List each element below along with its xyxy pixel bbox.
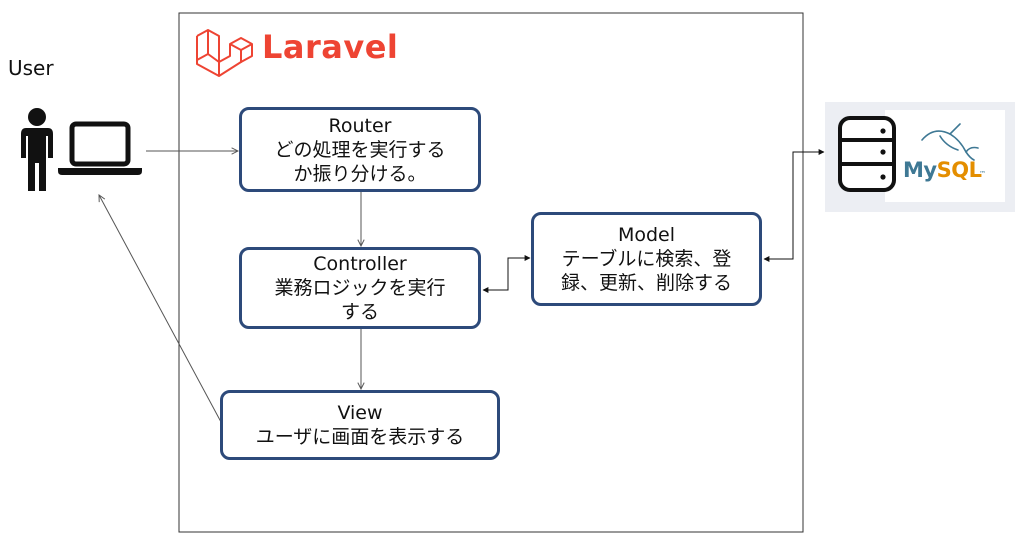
controller-desc-line-2: する: [340, 301, 379, 323]
mysql-logo-panel: [885, 110, 1005, 202]
router-desc-line-2: か振り分ける。: [293, 162, 427, 185]
router-title: Router: [328, 114, 392, 137]
mysql-logo-text: MySQL: [903, 158, 982, 182]
mysql-trademark: ™: [979, 170, 986, 178]
controller-title: Controller: [313, 253, 407, 275]
mysql-logo-prefix: My: [903, 158, 937, 182]
user-label: User: [8, 56, 54, 80]
connector-controller-model: [482, 255, 531, 293]
mysql-dolphin-icon: [921, 123, 979, 161]
router-node: Router どの処理を実行する か振り分ける。: [239, 107, 481, 192]
view-node: View ユーザに画面を表示する: [220, 390, 500, 460]
laravel-container: [178, 12, 804, 533]
mysql-logo-suffix: SQL: [936, 158, 982, 182]
model-desc-line-1: テーブルに検索、登: [561, 248, 732, 270]
model-node: Model テーブルに検索、登 録、更新、削除する: [531, 212, 762, 306]
view-title: View: [337, 402, 383, 424]
connector-model-database: [763, 149, 825, 262]
laravel-logo-icon: [196, 29, 253, 77]
model-title: Model: [617, 224, 676, 246]
controller-desc-line-1: 業務ロジックを実行: [274, 277, 446, 299]
model-desc-line-2: 録、更新、削除する: [560, 272, 732, 294]
database-icon: [838, 116, 896, 192]
laptop-icon: [58, 121, 142, 175]
laravel-brand-text: Laravel: [262, 28, 399, 66]
router-desc-line-1: どの処理を実行する: [274, 138, 446, 161]
view-desc-line-1: ユーザに画面を表示する: [255, 426, 465, 448]
controller-node: Controller 業務ロジックを実行 する: [239, 247, 481, 329]
person-icon: [21, 108, 53, 191]
arrow-view-to-user: [99, 195, 222, 423]
